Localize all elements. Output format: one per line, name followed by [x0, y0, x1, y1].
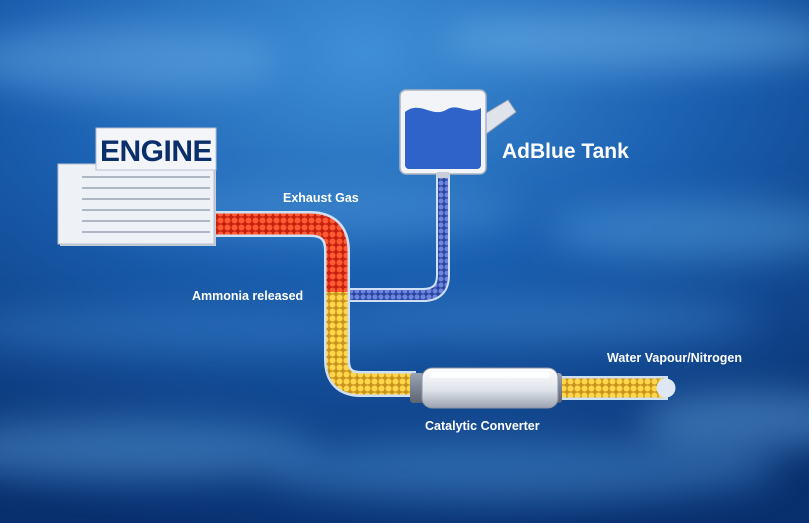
cloud-layer: [0, 10, 809, 502]
engine-block: [57, 127, 217, 246]
exhaust-pipe: [215, 213, 348, 292]
ammonia-released-label: Ammonia released: [192, 289, 303, 303]
catalytic-converter-label: Catalytic Converter: [425, 419, 540, 433]
output-pipe-end: [656, 378, 676, 398]
engine-title: ENGINE: [100, 135, 212, 168]
exhaust-gas-label: Exhaust Gas: [283, 191, 359, 205]
catalytic-converter: [410, 367, 562, 409]
adblue-tank-label: AdBlue Tank: [502, 140, 629, 163]
water-vapour-nitrogen-label: Water Vapour/Nitrogen: [607, 351, 742, 365]
adblue-tank: [399, 89, 517, 178]
adblue-feed-pipe: [350, 172, 448, 300]
ammonia-pipe: [326, 292, 416, 395]
